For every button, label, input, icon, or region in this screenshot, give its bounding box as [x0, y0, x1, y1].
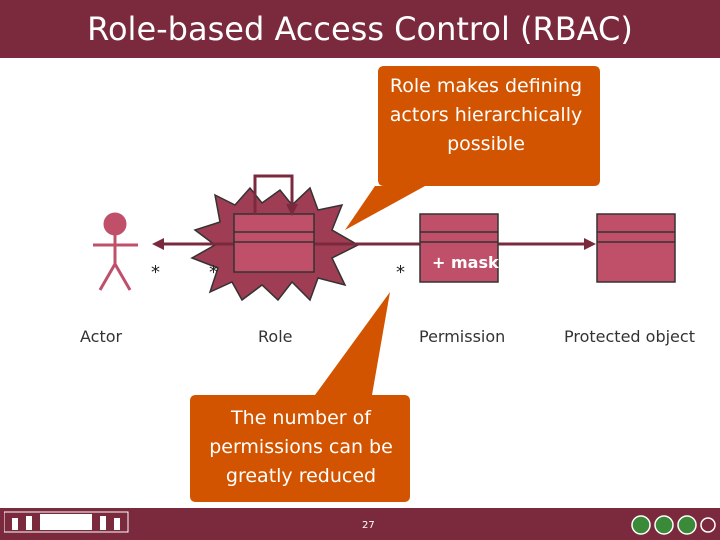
role-right-multiplicity: *	[396, 262, 405, 283]
page-number: 27	[362, 520, 375, 531]
permission-box	[419, 213, 499, 283]
bottom-callout-text: The number of permissions can be greatly…	[209, 407, 393, 487]
top-callout-bubble	[345, 66, 600, 230]
top-callout-text: Role makes defining actors hierarchicall…	[389, 75, 583, 155]
footer-icons	[631, 515, 716, 535]
title-bar: Role-based Access Control (RBAC)	[0, 0, 720, 58]
protected-object-label: Protected object	[564, 327, 695, 346]
role-self-association	[253, 174, 294, 214]
actor-figure	[93, 212, 138, 291]
actor-label: Actor	[80, 327, 123, 346]
slide-title: Role-based Access Control (RBAC)	[87, 10, 633, 48]
role-left-multiplicity: *	[209, 262, 218, 283]
footer-bar	[0, 508, 720, 540]
permission-label: Permission	[419, 327, 506, 346]
bottom-callout-bubble	[190, 292, 410, 502]
permission-mask-label: + mask	[432, 253, 499, 272]
role-label: Role	[258, 327, 293, 346]
actor-arrowhead	[152, 238, 164, 250]
protected-object-box	[596, 213, 676, 283]
role-box	[233, 213, 315, 273]
actor-multiplicity: *	[151, 262, 160, 283]
self-association-arrowhead	[286, 204, 298, 216]
university-logo	[4, 511, 129, 533]
object-arrowhead	[584, 238, 596, 250]
